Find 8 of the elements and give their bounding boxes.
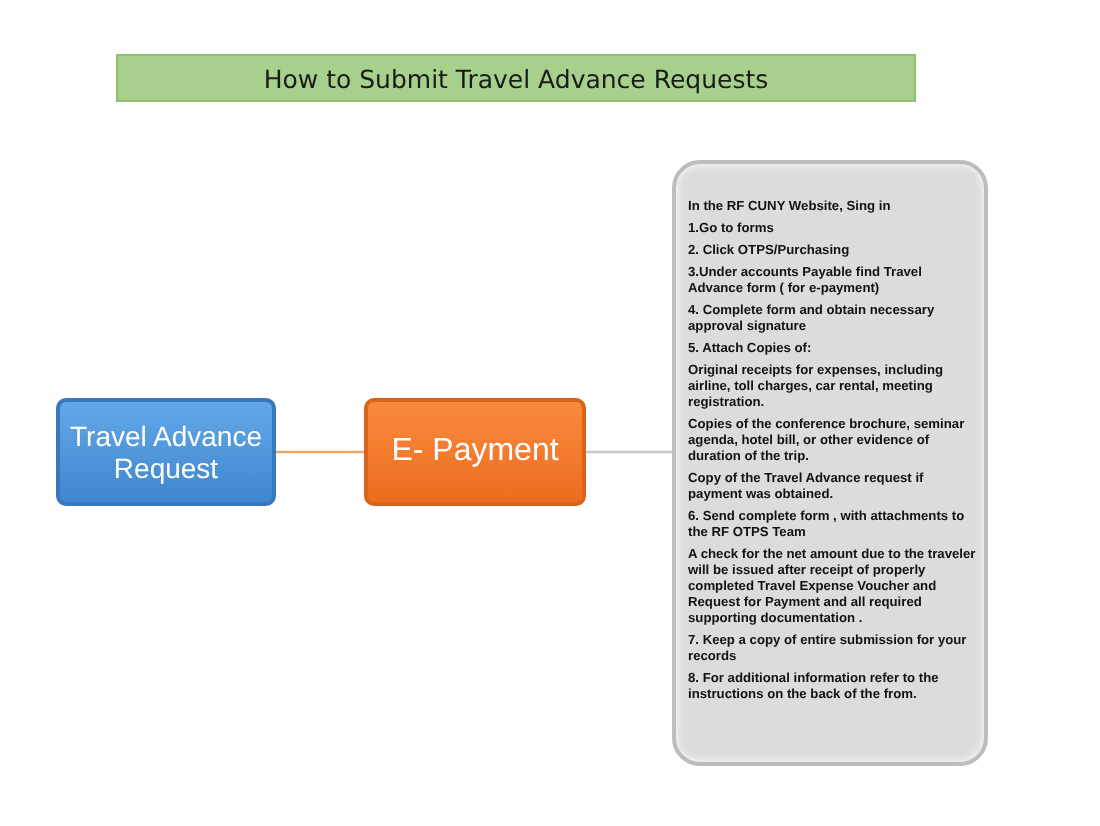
process-box [364,398,586,506]
title-banner: How to Submit Travel Advance Requests [116,54,916,102]
connector-line [586,450,672,454]
connector-line [276,450,364,454]
node-label: Travel Advance Request [68,419,264,485]
process-box [56,398,276,506]
instructions-panel [672,160,988,766]
node-label: E- Payment [391,434,559,470]
